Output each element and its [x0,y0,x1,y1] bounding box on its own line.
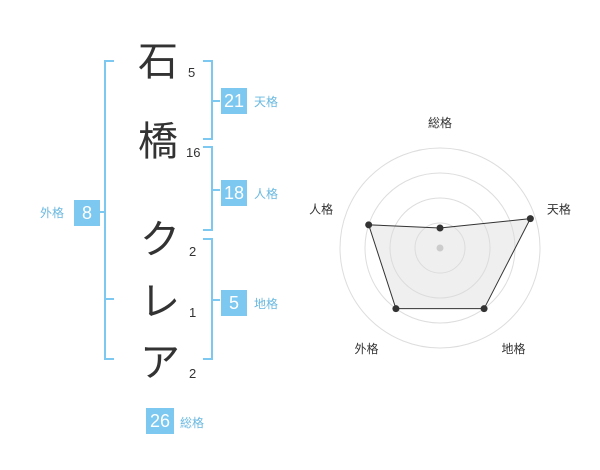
name-char-5: ア [140,340,180,386]
stroke-count-2: 16 [186,145,201,160]
radar-center-dot [436,244,444,252]
name-char-3: ク [140,217,180,263]
radar-point-5 [365,221,373,229]
gaikaku-value: 8 [74,200,100,226]
radar-axis-label-5: 人格 [309,201,333,216]
tenkaku-label: 天格 [254,95,279,109]
name-char-1: 石 [138,39,178,85]
radar-ring-1 [414,222,466,274]
radar-axis-label-1: 総格 [428,115,452,130]
name-char-2: 橋 [138,119,178,165]
chikaku-value: 5 [221,290,247,316]
jinkaku-label: 人格 [254,187,279,201]
radar-point-1 [436,224,444,232]
radar-axis-label-3: 地格 [501,341,525,356]
stroke-count-1: 5 [188,65,196,80]
radar-point-2 [526,215,534,223]
radar-polygon [367,218,532,310]
radar-axis-label-2: 天格 [547,201,571,216]
gaikaku-label: 外格 [40,206,65,220]
chikaku-label: 地格 [254,297,279,311]
soukaku-label: 総格 [180,416,205,430]
stroke-count-3: 2 [189,244,197,259]
name-char-4: レ [140,279,180,325]
tenkaku-value: 21 [221,88,247,114]
radar-ring-4 [339,147,541,349]
radar-ring-2 [389,197,491,299]
outer-bracket [104,60,114,360]
radar-point-3 [480,305,488,313]
stroke-count-4: 1 [189,305,197,320]
radar-point-4 [392,305,400,313]
jinkaku-value: 18 [221,180,247,206]
radar-axis-label-4: 外格 [355,341,379,356]
jinkaku-bracket [203,146,213,231]
stroke-count-5: 2 [189,366,197,381]
soukaku-value: 26 [146,408,174,434]
